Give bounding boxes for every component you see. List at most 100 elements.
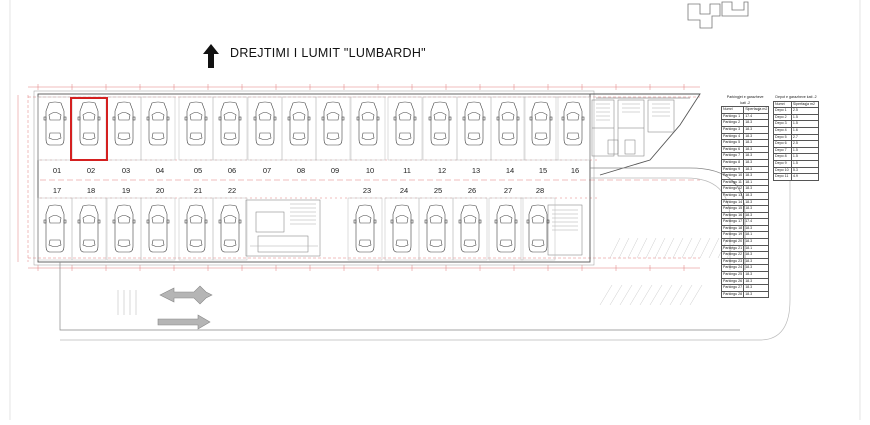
cell-name: Depo 8 [773,153,792,161]
cell-name: Depo 6 [773,140,792,148]
cell-name: Parkingu 17 [720,218,745,226]
cell-area: 5.3 [790,166,820,175]
parking-spot [37,96,73,161]
spot-number: 11 [403,166,411,175]
parking-spot [490,96,526,161]
cell-area: 18.3 [743,198,770,207]
cell-name: Parkingu 11 [720,178,745,187]
cell-area: 2.5 [790,107,820,115]
cell-area: 18.3 [743,271,770,279]
spot-number: 07 [263,166,271,175]
cell-name: Depo 2 [773,113,792,122]
spot-number: 10 [366,166,374,175]
parking-spot [315,96,351,161]
car-icon [356,101,380,146]
cell-area: 18.3 [743,224,770,233]
cell-name: Parkingu 12 [720,185,745,193]
car-icon [43,101,67,146]
parking-spot [520,197,556,261]
table-caption: Parkingjet e garazheve [726,95,764,99]
cell-area: 2.5 [790,140,820,148]
spot-number: 05 [194,166,202,175]
cell-name: Parkingu 24 [720,264,745,273]
cell-name: Parkingu 19 [720,231,745,240]
car-icon [253,101,277,146]
site-key-sketch [687,1,749,29]
service-core-upper [591,99,675,157]
cell-area: 18.3 [743,185,770,193]
spot-number: 23 [363,186,371,195]
parking-spot [350,96,386,161]
cell-name: Parkingu 3 [720,125,745,134]
cell-name: Depo 1 [773,107,792,115]
parking-spot [384,197,420,261]
car-icon [77,101,101,146]
parking-spot [456,96,492,161]
spot-number: 18 [87,186,95,195]
parking-spot [71,197,107,261]
car-icon [561,101,585,146]
cell-name: Parkingu 14 [720,198,745,207]
car-icon [218,101,242,146]
parking-spot [281,96,317,161]
spot-number: 12 [438,166,446,175]
table-header: Siperfaqja m2 [790,100,820,109]
ramp-hatching [599,237,738,306]
cell-name: Parkingu 6 [720,145,745,154]
cell-name: Depo 10 [773,166,792,175]
cell-area: 18.3 [743,132,770,141]
car-icon [496,101,520,146]
cell-name: Depo 5 [773,133,792,142]
service-core-lower [547,204,583,256]
car-icon [353,204,377,253]
parking-spot [140,197,176,261]
service-core-center [245,199,321,257]
ramp-curves [59,167,791,341]
car-icon [462,101,486,146]
cell-name: Parkingu 27 [720,284,745,292]
spot-number: 19 [122,186,130,195]
spot-number: 17 [53,186,61,195]
cell-area: 18.1 [743,244,770,253]
parking-spot [347,197,383,261]
spot-number: 03 [122,166,130,175]
car-icon [529,101,553,146]
table-header: Numri [720,106,745,114]
cell-name: Parkingu 22 [720,251,745,259]
spot-number: 27 [504,186,512,195]
cell-name: Parkingu 28 [720,290,745,299]
cell-area: 18.3 [743,145,770,154]
car-icon [146,204,170,253]
table-caption: kati -2 [740,100,751,105]
spot-number: 02 [87,166,95,175]
cell-name: Parkingu 10 [720,172,745,180]
spot-number: 14 [506,166,514,175]
cell-area: 1.5 [790,146,820,155]
cell-area: 18.3 [743,119,770,127]
cell-area: 17.4 [743,218,770,226]
car-icon [393,101,417,146]
parking-spot [387,96,423,161]
cell-name: Parkingu 8 [720,158,745,167]
cell-area: 1.6 [790,126,820,135]
car-icon [428,101,452,146]
table-caption: Depot e garazheve kati -2 [775,95,817,99]
